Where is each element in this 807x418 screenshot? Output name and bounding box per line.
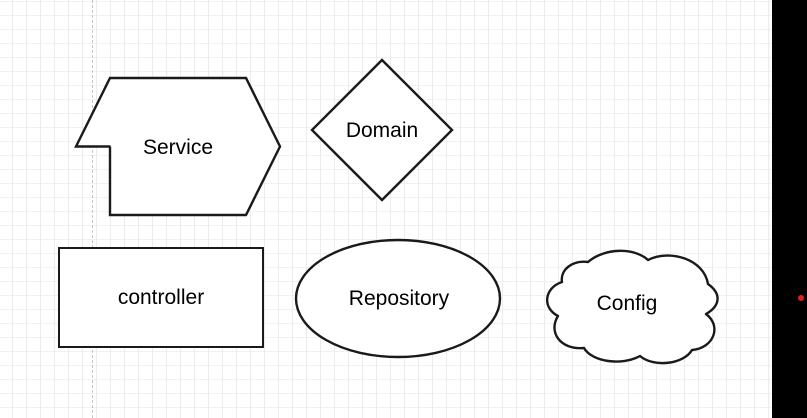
right-side-panel[interactable] xyxy=(772,0,807,418)
shape-config[interactable]: Config xyxy=(530,246,724,366)
alignment-guide-line xyxy=(92,0,93,418)
shape-controller[interactable]: controller xyxy=(57,246,265,349)
status-indicator-dot xyxy=(798,295,804,301)
diamond-outline xyxy=(310,58,454,202)
ellipse-outline xyxy=(294,238,502,359)
rectangle-outline xyxy=(58,247,264,348)
hexagon-outline xyxy=(74,76,282,217)
shape-service[interactable]: Service xyxy=(74,76,282,217)
cloud-outline xyxy=(546,249,719,365)
shape-repository[interactable]: Repository xyxy=(294,238,502,359)
shape-domain[interactable]: Domain xyxy=(310,58,454,202)
